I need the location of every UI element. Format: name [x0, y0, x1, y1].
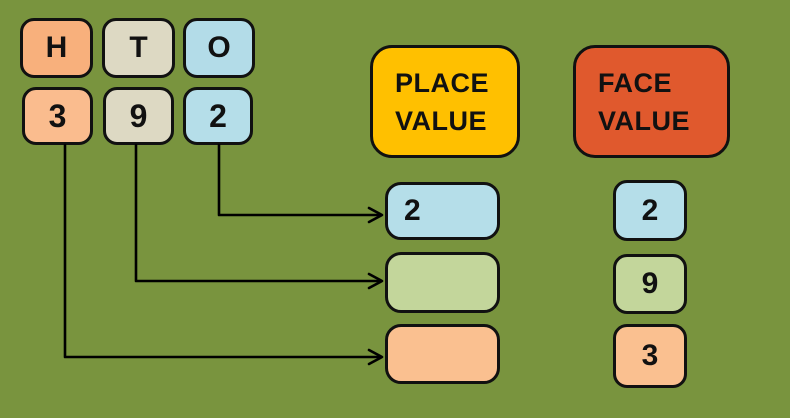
face-value-text: 2 [641, 193, 659, 227]
face-value-line2: VALUE [598, 105, 691, 136]
column-header-ones: O [183, 18, 255, 78]
face-value-header: FACE VALUE [573, 45, 730, 158]
place-value-box-hundreds [385, 324, 500, 384]
place-value-box-ones: 2 [385, 182, 500, 240]
face-value-text: 9 [641, 267, 659, 300]
face-value-box-ones: 2 [613, 180, 687, 241]
column-header-label: T [129, 31, 148, 64]
face-value-box-hundreds: 3 [613, 324, 687, 388]
column-header-hundreds: H [20, 18, 93, 78]
arrow-hundreds-to-place-value [63, 143, 383, 359]
arrowhead-hundreds [367, 348, 384, 366]
digit-value: 9 [129, 97, 148, 134]
digit-value: 2 [209, 97, 227, 134]
digit-cell-hundreds: 3 [22, 87, 93, 145]
arrow-ones-to-place-value [217, 143, 383, 217]
place-value-line2: VALUE [395, 105, 488, 136]
face-value-text: 3 [641, 339, 659, 372]
face-value-header-text: FACE VALUE [598, 64, 690, 140]
arrow-tens-to-place-value [134, 143, 383, 283]
place-value-header-text: PLACE VALUE [395, 64, 489, 140]
column-header-label: O [207, 31, 231, 64]
face-value-line1: FACE [598, 67, 673, 98]
arrowhead-ones [367, 206, 384, 224]
place-value-box-tens [385, 252, 500, 313]
digit-value: 3 [48, 97, 67, 134]
digit-cell-tens: 9 [103, 87, 174, 145]
column-header-tens: T [102, 18, 175, 78]
arrowhead-tens [367, 272, 384, 290]
column-header-label: H [45, 31, 68, 64]
digit-cell-ones: 2 [183, 87, 253, 145]
place-value-header: PLACE VALUE [370, 45, 520, 158]
place-value-line1: PLACE [395, 67, 490, 98]
face-value-box-tens: 9 [613, 254, 687, 314]
place-value-text: 2 [404, 194, 421, 227]
